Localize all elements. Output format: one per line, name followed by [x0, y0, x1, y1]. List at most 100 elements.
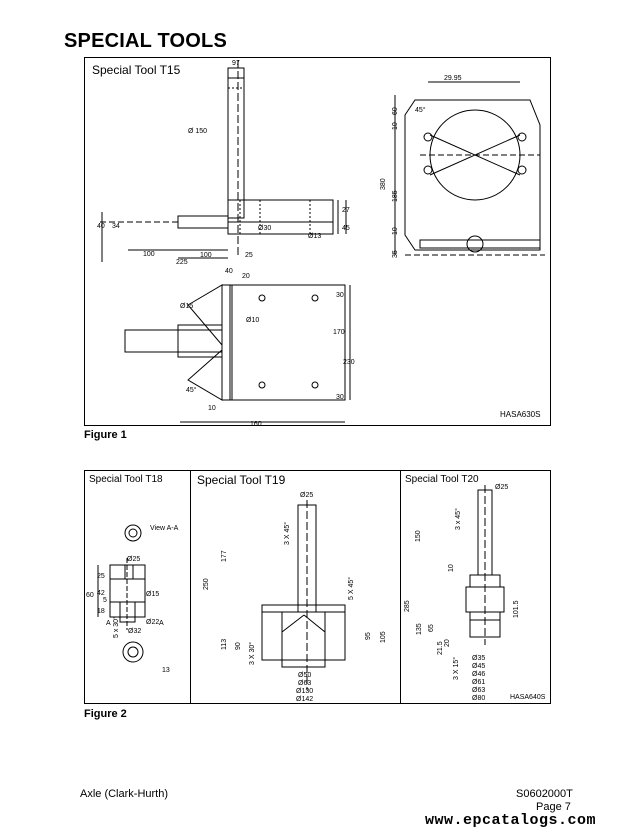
- t20-d63: Ø63: [472, 687, 485, 694]
- dim-b20: 20: [242, 273, 250, 280]
- t18-d15: Ø15: [146, 591, 159, 598]
- t19-105: 105: [380, 631, 387, 643]
- t19-d142: Ø142: [296, 696, 313, 703]
- figure2-ref: HASA640S: [510, 694, 546, 701]
- dim-97: 97: [232, 60, 240, 67]
- t18-v5: 5: [103, 597, 107, 604]
- t19-d63: Ø63: [298, 680, 311, 687]
- dim-100b: 100: [200, 252, 212, 259]
- dim-185: 185: [392, 190, 399, 202]
- t20-d25: Ø25: [495, 484, 508, 491]
- dim-45deg: 45°: [415, 106, 426, 114]
- dim-10: 10: [392, 122, 399, 130]
- t15-plan-view: [124, 284, 351, 423]
- footer-page-number: Page 7: [536, 801, 571, 813]
- dim-dia30: Ø30: [258, 225, 271, 232]
- t18-label: Special Tool T18: [89, 474, 163, 485]
- t20-20: 20: [444, 639, 451, 647]
- figure1-caption: Figure 1: [84, 429, 127, 441]
- t20-3x45: 3 x 45°: [454, 508, 462, 530]
- t20-135: 135: [416, 623, 423, 635]
- t19-label: Special Tool T19: [197, 473, 286, 487]
- dim-b230: 230: [343, 359, 355, 366]
- dim-b30a: 30: [336, 292, 344, 299]
- t20-d80: Ø80: [472, 695, 485, 702]
- dim-bdia15: Ø15: [180, 303, 193, 310]
- dim-34: 34: [112, 223, 120, 230]
- t20-3x15: 3 X 15°: [452, 657, 460, 680]
- t15-side-view: [394, 81, 545, 256]
- t20-d45: Ø45: [472, 663, 485, 670]
- t18-5x30: 5 x 30°: [112, 616, 120, 638]
- t20-285: 285: [404, 600, 411, 612]
- dim-dia13: Ø13: [308, 233, 321, 240]
- t18-v13: 13: [162, 667, 170, 674]
- t20-1015: 101.5: [513, 600, 520, 618]
- dim-10b: 10: [392, 227, 399, 235]
- dim-35: 35: [392, 250, 399, 258]
- figure2-divider-1: [190, 470, 191, 704]
- t18-view: View A-A: [150, 525, 179, 532]
- dim-2995: 29.95: [444, 75, 462, 82]
- watermark-link[interactable]: www.epcatalogs.com: [425, 812, 597, 829]
- figure1-tool-label: Special Tool T15: [92, 63, 181, 77]
- t19-3x30: 3 X 30°: [248, 642, 256, 665]
- page-title: SPECIAL TOOLS: [64, 30, 228, 52]
- t18-d32: Ø32: [128, 628, 141, 635]
- dim-b160: 160: [250, 421, 262, 428]
- t18-a2: A: [159, 620, 164, 627]
- t18-d25: Ø25: [127, 556, 140, 563]
- t18-a1: A: [106, 620, 111, 627]
- figure2-caption: Figure 2: [84, 708, 127, 720]
- dim-dia150: Ø 150: [188, 128, 207, 135]
- dim-b10: 10: [208, 405, 216, 412]
- t19-250: 250: [203, 578, 210, 590]
- dim-b30b: 30: [336, 394, 344, 401]
- dim-b45deg: 45°: [186, 386, 197, 394]
- t20-d46: Ø46: [472, 671, 485, 678]
- t19-3x45: 3 X 45°: [283, 522, 291, 545]
- t19-d50: Ø50: [298, 672, 311, 679]
- dim-380: 380: [380, 178, 387, 190]
- t18-drawing: [97, 524, 146, 663]
- t18-v18: 18: [97, 608, 105, 615]
- dim-bdia10: Ø10: [246, 317, 259, 324]
- t18-v60: 60: [86, 592, 94, 599]
- t20-150: 150: [415, 530, 422, 542]
- t19-drawing: [261, 500, 346, 690]
- dim-45: 45: [342, 225, 350, 232]
- t19-d25: Ø25: [300, 492, 313, 499]
- t18-v42: 42: [97, 590, 105, 597]
- figure1-frame: [84, 57, 551, 426]
- figure1-ref: HASA630S: [500, 410, 541, 419]
- figure2-divider-2: [400, 470, 401, 704]
- dim-b40: 40: [225, 268, 233, 275]
- t20-10: 10: [448, 564, 455, 572]
- dim-40: 40: [97, 223, 105, 230]
- dim-60: 60: [392, 107, 399, 115]
- t20-d35: Ø35: [472, 655, 485, 662]
- t19-5x45: 5 X 45°: [347, 577, 355, 600]
- t20-drawing: [465, 485, 505, 645]
- t15-front-view: [100, 60, 347, 262]
- figure2-frame: [84, 470, 551, 704]
- dim-225: 225: [176, 259, 188, 266]
- t18-d22: Ø22: [146, 619, 159, 626]
- t20-label: Special Tool T20: [405, 474, 479, 485]
- dim-27: 27: [342, 207, 350, 214]
- t20-65: 65: [428, 624, 435, 632]
- t19-90: 90: [235, 642, 242, 650]
- t19-95: 95: [365, 632, 372, 640]
- dim-25: 25: [245, 252, 253, 259]
- t19-177: 177: [221, 550, 228, 562]
- footer-manual: Axle (Clark-Hurth): [80, 788, 169, 800]
- dim-100a: 100: [143, 251, 155, 258]
- t19-113: 113: [221, 639, 228, 650]
- footer-code: S0602000T: [516, 788, 573, 800]
- t20-d61: Ø61: [472, 679, 485, 686]
- dim-b170: 170: [333, 329, 345, 336]
- t19-d130: Ø130: [296, 688, 313, 695]
- t18-v25: 25: [97, 573, 105, 580]
- t20-215: 21.5: [437, 641, 444, 655]
